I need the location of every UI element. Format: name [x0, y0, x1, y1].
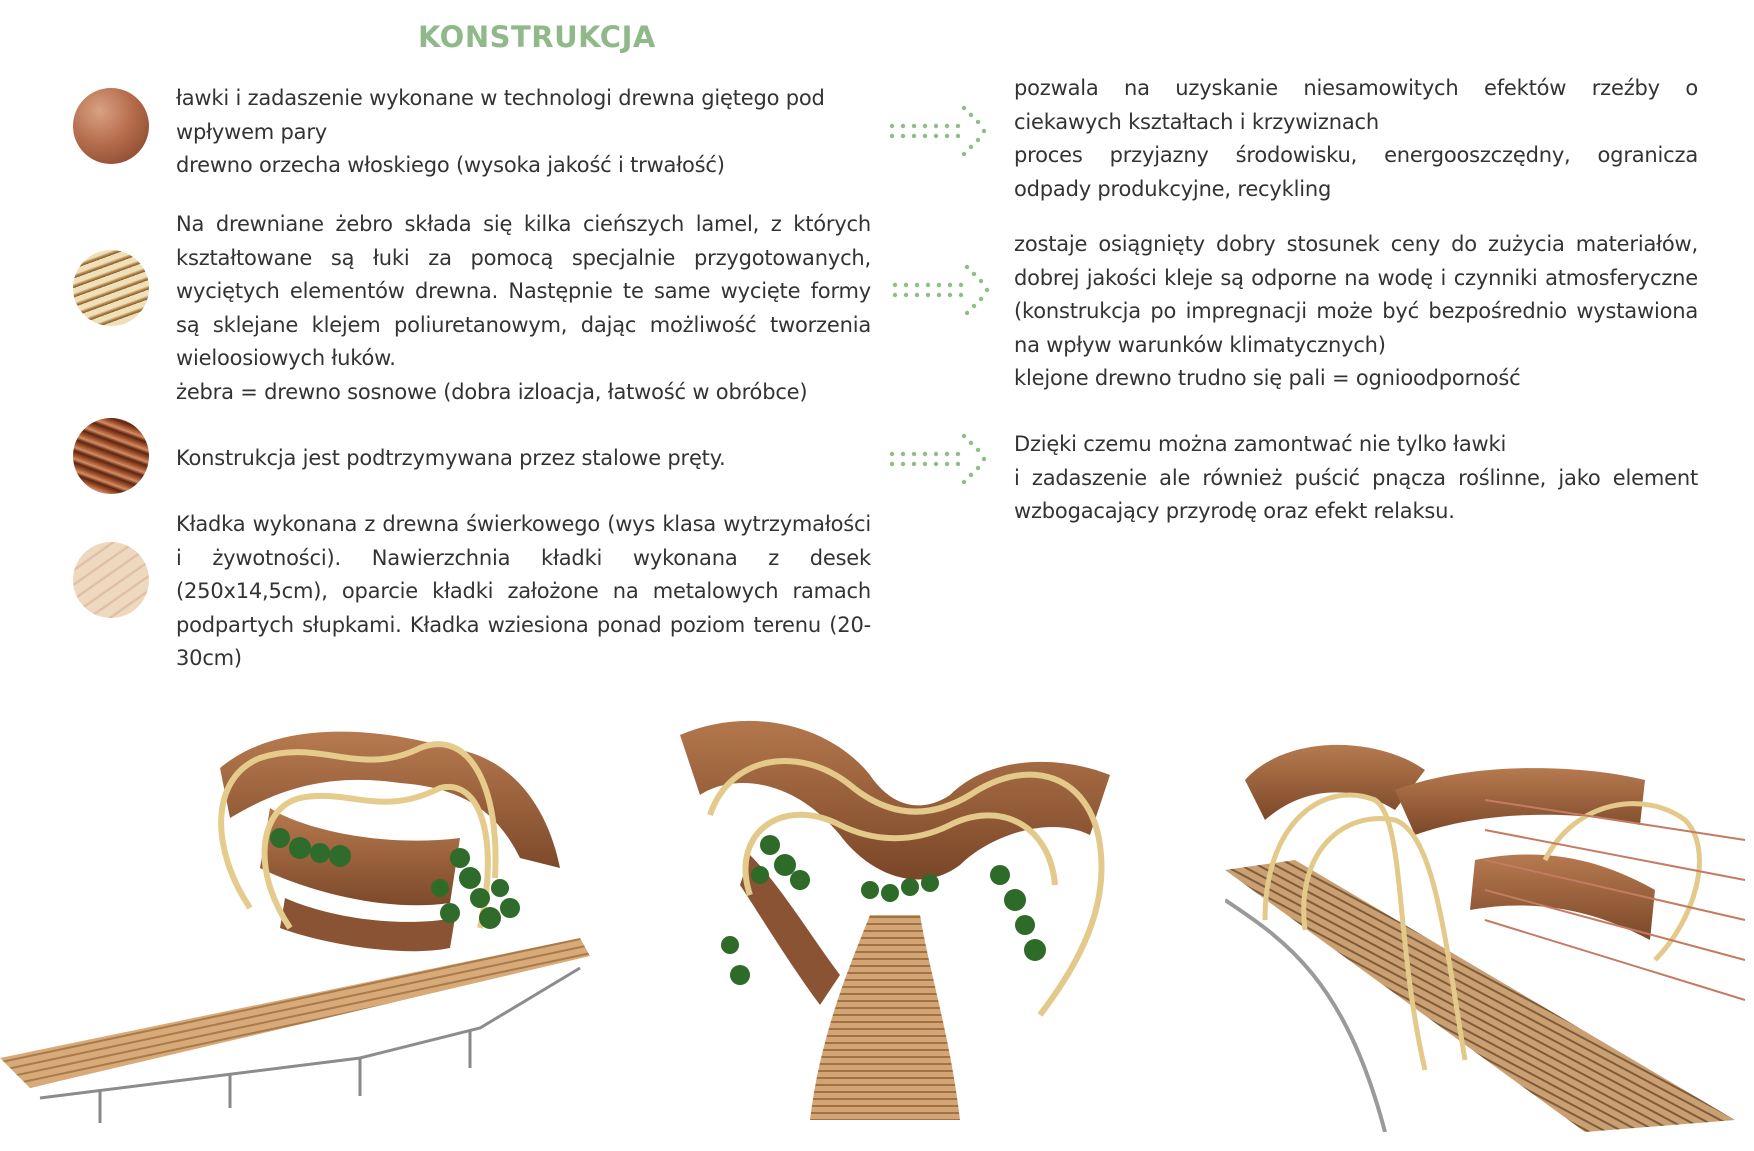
text-line: ławki i zadaszenie wykonane w technologi…: [176, 86, 825, 144]
left-item-steel-rods: Konstrukcja jest podtrzymywana przez sta…: [176, 442, 871, 476]
laminated-rib-swatch: [73, 250, 149, 326]
text-line: Na drewniane żebro składa się kilka cień…: [176, 212, 871, 370]
bent-wood-swatch: [73, 88, 149, 164]
text-line: Kładka wykonana z drewna świerkowego (wy…: [176, 512, 871, 670]
text-line: i zadaszenie ale również puścić pnącza r…: [1014, 465, 1698, 524]
text-line: zostaje osiągnięty dobry stosunek ceny d…: [1014, 232, 1698, 357]
dotted-arrow-icon: [889, 105, 987, 156]
dotted-arrow-icon: [889, 433, 987, 484]
pavilion-render-1: [0, 731, 590, 1123]
right-item-benefits: pozwala na uzyskanie niesamowitych efekt…: [1014, 72, 1698, 206]
text-line: klejone drewno trudno się pali = ogniood…: [1014, 366, 1521, 390]
page-title: KONSTRUKCJA: [418, 20, 656, 54]
right-item-glue: zostaje osiągnięty dobry stosunek ceny d…: [1014, 228, 1698, 396]
dotted-arrow-icon: [892, 264, 990, 315]
spruce-deck-swatch: [73, 542, 149, 618]
steel-rods-swatch: [73, 418, 149, 494]
pavilion-render-2: [680, 720, 1110, 1120]
left-item-spruce-deck: Kładka wykonana z drewna świerkowego (wy…: [176, 508, 871, 676]
text-line: Konstrukcja jest podtrzymywana przez sta…: [176, 446, 726, 470]
left-item-laminated-rib: Na drewniane żebro składa się kilka cień…: [176, 208, 871, 409]
pavilion-render-3: [1225, 744, 1746, 1132]
text-line: drewno orzecha włoskiego (wysoka jakość …: [176, 153, 725, 177]
right-item-plants: Dzięki czemu można zamontwać nie tylko ł…: [1014, 428, 1698, 529]
text-line: żebra = drewno sosnowe (dobra izloacja, …: [176, 379, 808, 404]
text-line: pozwala na uzyskanie niesamowitych efekt…: [1014, 76, 1698, 134]
left-item-bent-wood: ławki i zadaszenie wykonane w technologi…: [176, 82, 876, 183]
text-line: proces przyjazny środowisku, energooszcz…: [1014, 143, 1698, 201]
text-line: Dzięki czemu można zamontwać nie tylko ł…: [1014, 432, 1507, 456]
